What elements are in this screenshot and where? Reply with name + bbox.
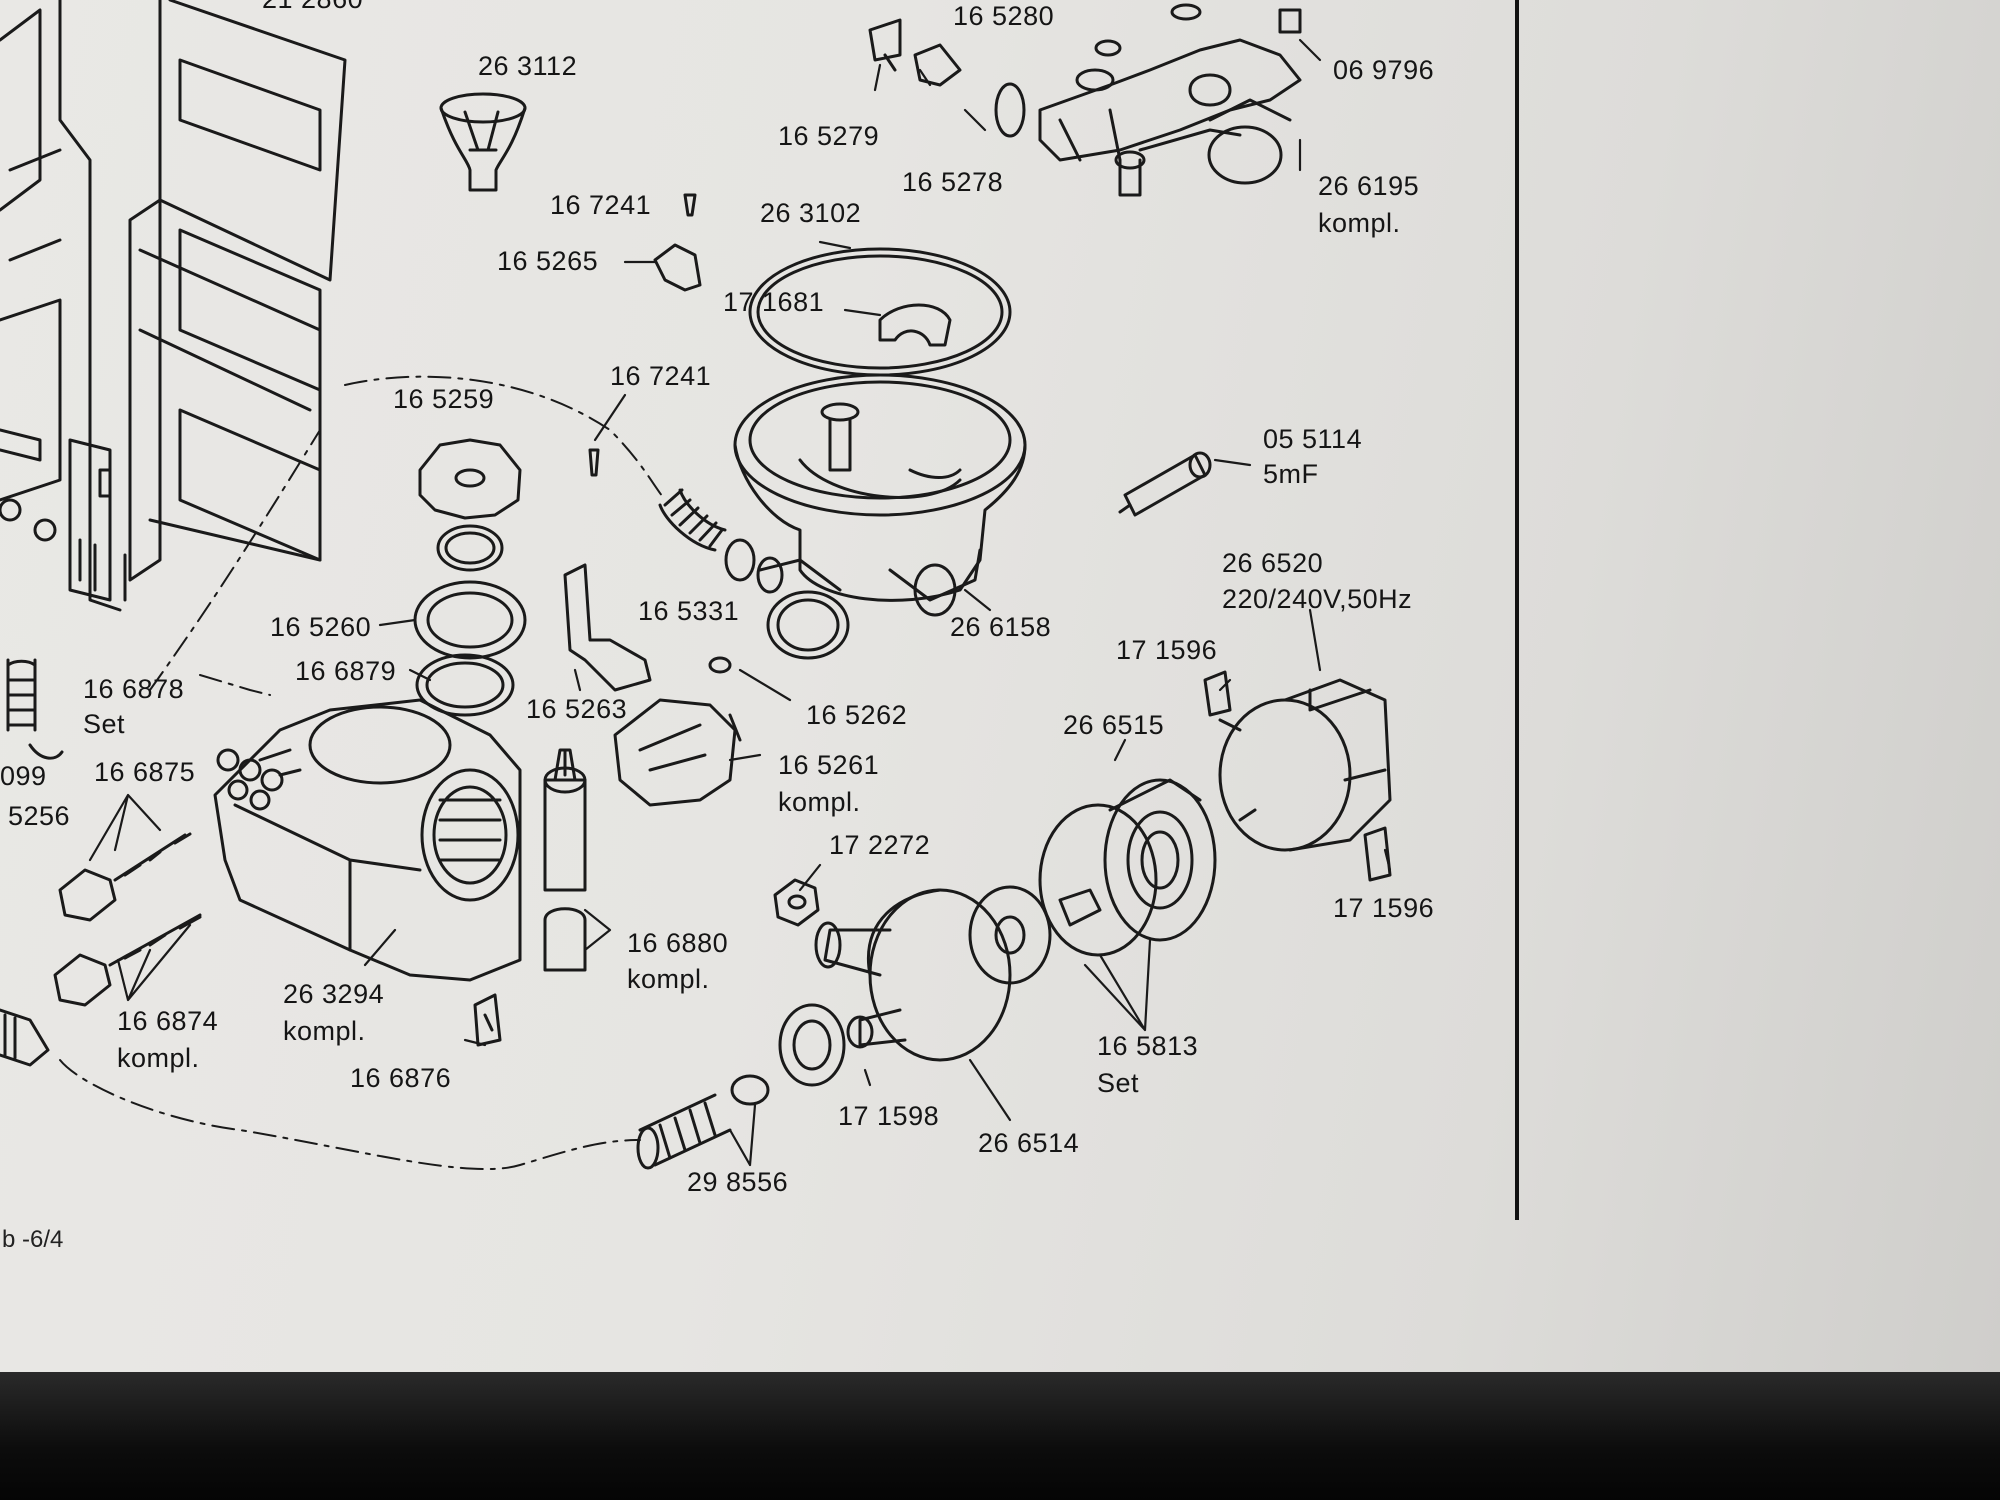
pump-motor [1218, 678, 1392, 852]
o-ring-16-5813 [1038, 803, 1158, 957]
part-label-16-5261: 16 5261 [778, 750, 880, 780]
connector-hose [658, 488, 784, 594]
parts-sheet: 21 2860 26 3112 16 5280 06 9796 16 5279 … [0, 0, 2000, 1372]
part-label-26-6195: 26 6195 [1318, 171, 1420, 201]
capacitor-part [1118, 451, 1212, 517]
part-label-16-6878: 16 6878 [83, 674, 185, 704]
part-label-16-6878-set: Set [83, 709, 126, 739]
part-label-16-5331: 16 5331 [638, 596, 740, 626]
part-label-16-5278: 16 5278 [902, 167, 1004, 197]
part-label-17-1596-upper: 17 1596 [1116, 635, 1218, 665]
screw-small-top [683, 193, 697, 217]
motor-clip-lower [1363, 826, 1392, 882]
part-label-16-7241-middle: 16 7241 [610, 361, 712, 391]
part-label-16-6880: 16 6880 [627, 928, 729, 958]
part-label-5256: 5256 [8, 801, 71, 831]
part-label-16-5260: 16 5260 [270, 612, 372, 642]
assembly-dashlines [59, 375, 666, 1171]
part-label-16-6880-kompl: kompl. [627, 964, 710, 994]
part-label-26-6520-voltage: 220/240V,50Hz [1222, 584, 1413, 614]
funnel-part [439, 92, 527, 192]
part-label-05-5114-5mf: 5mF [1263, 459, 1319, 489]
flap-part [878, 303, 952, 347]
part-label-17-2272: 17 2272 [829, 830, 931, 860]
part-label-06-9796: 06 9796 [1333, 55, 1435, 85]
part-label-26-6195-kompl: kompl. [1318, 208, 1401, 238]
part-label-16-5261-kompl: kompl. [778, 787, 861, 817]
door-frame-part [0, 0, 347, 612]
clip-part [653, 243, 702, 292]
solenoid-valve [613, 698, 742, 807]
part-label-26-6158: 26 6158 [950, 612, 1052, 642]
lock-ring-16-5260 [413, 580, 527, 660]
top-valve-assembly [868, 3, 1302, 197]
pump-housing [814, 888, 1012, 1062]
part-label-26-3112: 26 3112 [478, 51, 578, 81]
float-part [543, 748, 587, 972]
part-label-16-6879: 16 6879 [295, 656, 397, 686]
small-clip-part [708, 656, 732, 674]
part-label-17-1681: 17 1681 [723, 287, 825, 317]
motor-flange [1103, 778, 1217, 942]
valve-pin-16-6874 [53, 913, 202, 1007]
part-label-099: 099 [0, 761, 47, 791]
monitor-bezel [0, 1372, 2000, 1500]
part-label-16-5813: 16 5813 [1097, 1031, 1199, 1061]
seal-ring-upper [436, 524, 504, 572]
seal-17-1598 [778, 1003, 846, 1087]
part-label-26-3294-kompl: kompl. [283, 1016, 366, 1046]
clip-16-6876 [473, 993, 502, 1047]
part-label-05-5114: 05 5114 [1263, 424, 1363, 454]
part-label-26-6520: 26 6520 [1222, 548, 1324, 578]
valve-pin-16-6875 [58, 832, 192, 922]
part-label-16-6875: 16 6875 [94, 757, 196, 787]
hex-nut-part [773, 878, 820, 927]
page-reference: b -6/4 [2, 1226, 64, 1253]
screw-small-middle [588, 448, 600, 477]
drain-hose-part [636, 1074, 770, 1170]
part-label-26-3294: 26 3294 [283, 979, 385, 1009]
water-softener-unit [213, 698, 522, 982]
part-label-21-2860: 21 2860 [262, 0, 363, 13]
part-label-16-6874-kompl: kompl. [117, 1043, 200, 1073]
part-label-16-6874: 16 6874 [117, 1006, 219, 1036]
part-label-17-1596-lower: 17 1596 [1333, 893, 1435, 923]
part-label-16-7241-top: 16 7241 [550, 190, 652, 220]
frame-border-line [1515, 0, 1519, 1220]
part-label-16-5813-set: Set [1097, 1068, 1140, 1098]
gear-nut-part [418, 438, 522, 520]
sump-housing [733, 373, 1027, 617]
seal-ring-16-6879 [415, 653, 515, 717]
part-label-17-1598: 17 1598 [838, 1101, 940, 1131]
leader-lines [88, 38, 1392, 1167]
part-label-16-5265: 16 5265 [497, 246, 599, 276]
impeller-part [968, 885, 1052, 985]
part-label-16-5259: 16 5259 [393, 384, 495, 414]
part-label-16-5263: 16 5263 [526, 694, 628, 724]
door-frame-bolts [0, 498, 64, 1067]
part-label-16-5262: 16 5262 [806, 700, 908, 730]
sump-outlet-collar [758, 558, 850, 660]
motor-clip-upper [1203, 670, 1232, 717]
part-label-16-6876: 16 6876 [350, 1063, 452, 1093]
part-label-26-3102: 26 3102 [760, 198, 862, 228]
part-label-16-5280: 16 5280 [953, 1, 1055, 31]
part-label-29-8556: 29 8556 [687, 1167, 789, 1197]
part-label-26-6515: 26 6515 [1063, 710, 1165, 740]
exploded-parts-diagram [0, 0, 2000, 1372]
bracket-part [563, 563, 652, 692]
part-label-16-5279: 16 5279 [778, 121, 880, 151]
part-label-26-6514: 26 6514 [978, 1128, 1080, 1158]
